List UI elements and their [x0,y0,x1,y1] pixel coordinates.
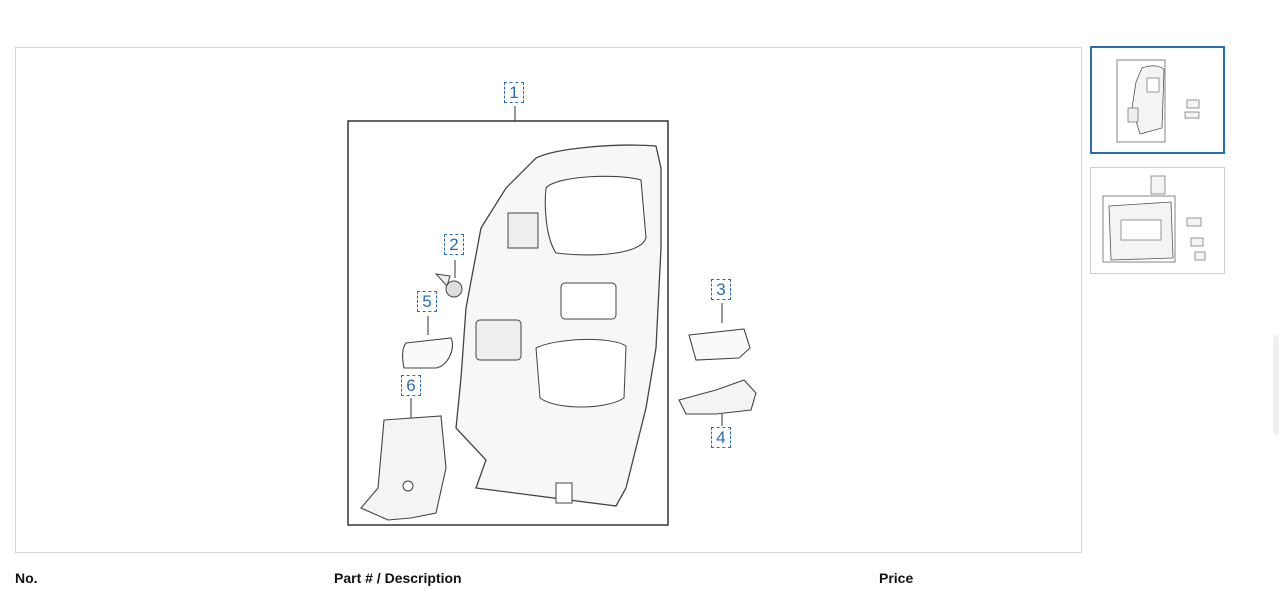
diagram-thumbnail-2[interactable] [1090,167,1225,274]
thumbnail-illustration [1116,59,1200,143]
parts-diagram-viewer[interactable]: 1 2 3 4 5 6 [15,47,1082,553]
callout-3[interactable]: 3 [711,279,731,300]
thumbnail-illustration [1102,175,1206,263]
parts-diagram-illustration [347,106,757,526]
column-header-no: No. [15,570,38,586]
callout-4[interactable]: 4 [711,427,731,448]
side-feedback-tab[interactable] [1273,335,1279,435]
callout-2[interactable]: 2 [444,234,464,255]
diagram-thumbnail-1[interactable] [1090,46,1225,154]
column-header-part: Part # / Description [334,570,462,586]
callout-1[interactable]: 1 [504,82,524,103]
column-header-price: Price [879,570,914,586]
callout-5[interactable]: 5 [417,291,437,312]
parts-table-header: No. Part # / Description Price [0,570,1279,590]
callout-6[interactable]: 6 [401,375,421,396]
